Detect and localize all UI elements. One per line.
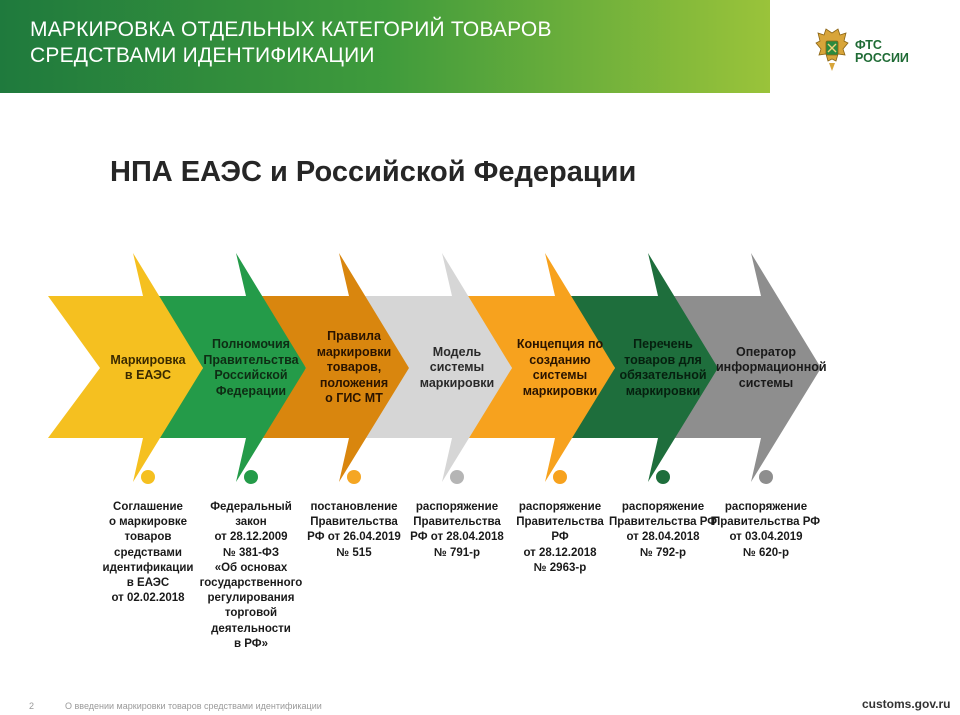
chevron-step-2 — [151, 253, 306, 482]
footer-caption: О введении маркировки товаров средствами… — [65, 701, 322, 711]
step-label: Полномочия Правительства Российской Феде… — [203, 337, 299, 398]
step-label: Концепция по созданию системы маркировки — [516, 337, 604, 398]
step-description: Соглашение о маркировке товаров средства… — [102, 501, 194, 605]
step-description: распоряжение Правительства РФ от 28.04.2… — [608, 501, 718, 559]
timeline-dot — [450, 470, 464, 484]
fts-logo: ФТС РОССИИ — [815, 27, 925, 75]
timeline-dot — [244, 470, 258, 484]
step-description: распоряжение Правительства РФ от 28.12.2… — [516, 501, 604, 574]
step-label: Маркировка в ЕАЭС — [110, 352, 186, 383]
timeline-dot — [553, 470, 567, 484]
eagle-emblem-icon — [815, 28, 849, 71]
page-number: 2 — [29, 701, 35, 711]
chevron-step-5 — [460, 253, 615, 482]
step-description: Федеральный закон от 28.12.2009 № 381-ФЗ… — [199, 501, 303, 650]
page-heading: НПА ЕАЭС и Российской Федерации — [110, 156, 637, 188]
chevron-step-7 — [666, 253, 821, 482]
timeline-dot — [141, 470, 155, 484]
chevron-step-4 — [357, 253, 512, 482]
step-label: Перечень товаров для обязательной маркир… — [619, 337, 707, 398]
header-banner: МАРКИРОВКА ОТДЕЛЬНЫХ КАТЕГОРИЙ ТОВАРОВ С… — [0, 0, 770, 93]
step-label: Оператор информационной системы — [716, 344, 827, 390]
chevron-step-6 — [563, 253, 718, 482]
timeline-dot — [656, 470, 670, 484]
step-description: распоряжение Правительства РФ от 03.04.2… — [711, 501, 821, 559]
chevron-step-1 — [48, 253, 203, 482]
step-description: постановление Правительства РФ от 26.04.… — [307, 501, 401, 559]
step-label: Модель системы маркировки — [419, 344, 495, 390]
logo-text: ФТС РОССИИ — [855, 38, 909, 65]
chevron-step-3 — [254, 253, 409, 482]
step-description: распоряжение Правительства РФ от 28.04.2… — [410, 501, 504, 559]
footer-website-link[interactable]: customs.gov.ru — [862, 697, 951, 711]
timeline-dot — [347, 470, 361, 484]
timeline-dot — [759, 470, 773, 484]
step-label: Правила маркировки товаров, положения о … — [316, 329, 392, 406]
slide-title: МАРКИРОВКА ОТДЕЛЬНЫХ КАТЕГОРИЙ ТОВАРОВ С… — [30, 18, 552, 67]
